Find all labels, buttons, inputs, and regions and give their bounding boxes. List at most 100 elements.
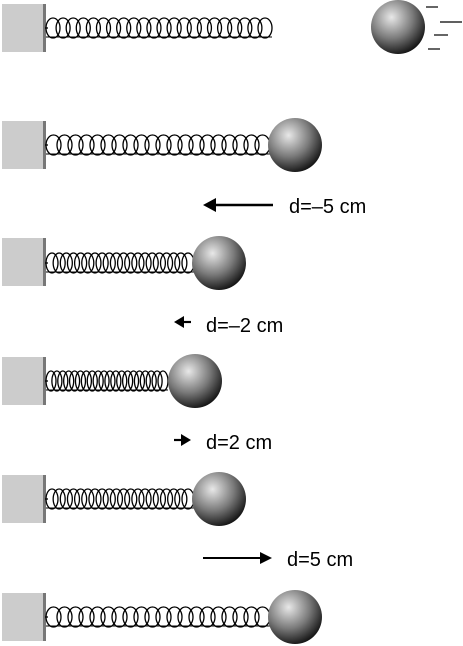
spring-coil (152, 252, 167, 274)
spring-coil (210, 134, 227, 156)
spring (45, 252, 195, 274)
row-compressed-max (2, 354, 222, 408)
spring-coil (232, 134, 249, 156)
spring-coil (144, 606, 161, 628)
spring-coil (56, 606, 73, 628)
wall-block (2, 593, 44, 641)
spring-coil (74, 370, 87, 392)
spring-coil (75, 17, 91, 39)
spring-coil (45, 17, 61, 39)
spring-coil (232, 606, 249, 628)
spring-coil (243, 134, 260, 156)
spring-coil (139, 370, 151, 392)
displacement-plus-2: d=2 cm (174, 432, 272, 454)
spring-coil (152, 488, 167, 510)
spring-coil (167, 488, 181, 510)
spring-coil (124, 488, 138, 510)
spring-coil (138, 252, 152, 274)
spring-coil (105, 17, 122, 39)
arrow-head (260, 552, 272, 564)
wall-block (2, 475, 44, 523)
spring-coil (155, 134, 172, 156)
spring-coil (67, 606, 84, 628)
spring-coil (188, 606, 205, 628)
spring-coil (144, 134, 161, 156)
spring-coil (151, 370, 163, 392)
spring-coil (68, 370, 81, 392)
spring-coil (166, 134, 183, 156)
arrow-head (203, 198, 216, 212)
row-compressed-large (2, 236, 246, 290)
spring-coil (102, 488, 116, 510)
ball (268, 118, 322, 172)
spring-coil (159, 488, 174, 510)
spring-coil (52, 488, 66, 510)
spring (45, 606, 271, 628)
spring-coil (98, 370, 110, 392)
displacement-label: d=–2 cm (206, 315, 283, 337)
spring-coil (254, 606, 271, 628)
spring-coil (109, 252, 124, 274)
arrow-head (174, 316, 184, 328)
wall-block (2, 357, 44, 405)
spring-coil (133, 606, 150, 628)
spring-coil (110, 370, 122, 392)
spring-coil (95, 17, 112, 39)
spring-coil (59, 252, 73, 274)
ball (371, 0, 425, 54)
spring-coil (166, 17, 182, 39)
spring-coil (221, 134, 238, 156)
spring-coil (104, 370, 116, 392)
spring-coil (177, 134, 194, 156)
displacement-minus-2: d=–2 cm (174, 315, 283, 337)
spring-coil (45, 134, 62, 156)
spring-coil (131, 488, 145, 510)
ball (268, 590, 322, 644)
spring-coil (210, 606, 227, 628)
spring-coil (73, 252, 88, 274)
spring-coil (159, 252, 174, 274)
spring-coil (59, 488, 73, 510)
spring-coil (88, 252, 102, 274)
spring-coil (247, 17, 263, 39)
spring-coil (63, 370, 75, 392)
spring-coil (174, 488, 188, 510)
spring-coil (122, 134, 139, 156)
spring-coil (116, 488, 131, 510)
ball (192, 236, 246, 290)
spring-coil (145, 252, 159, 274)
spring-coil (196, 17, 213, 39)
spring-coil (146, 17, 162, 39)
spring-coil (136, 17, 152, 39)
spring-coil (66, 252, 81, 274)
spring-coil (111, 606, 128, 628)
row-equilibrium (2, 118, 322, 172)
spring-coil (56, 134, 73, 156)
spring-coil (51, 370, 63, 392)
spring (45, 17, 273, 39)
spring-coil (121, 370, 134, 392)
spring-coil (243, 606, 260, 628)
wall-block (2, 121, 44, 169)
wall-block (2, 4, 44, 52)
spring-coil (111, 134, 128, 156)
spring-coil (199, 134, 216, 156)
spring-coil (86, 370, 98, 392)
spring-coil (138, 488, 152, 510)
row-compressed-small (2, 472, 246, 526)
displacement-label: d=2 cm (206, 432, 272, 454)
spring-coil (73, 488, 88, 510)
spring-coil (95, 488, 109, 510)
spring-coil (80, 370, 93, 392)
displacement-minus-5: d=–5 cm (203, 196, 366, 218)
spring-coil (167, 252, 181, 274)
spring-coil (157, 370, 169, 392)
spring-coil (85, 17, 102, 39)
arrow-head (181, 434, 191, 446)
spring-coil (45, 606, 62, 628)
displacement-label: d=–5 cm (289, 196, 366, 218)
row-free-ball (2, 0, 462, 54)
spring-coil (122, 606, 139, 628)
spring-coil (133, 134, 150, 156)
